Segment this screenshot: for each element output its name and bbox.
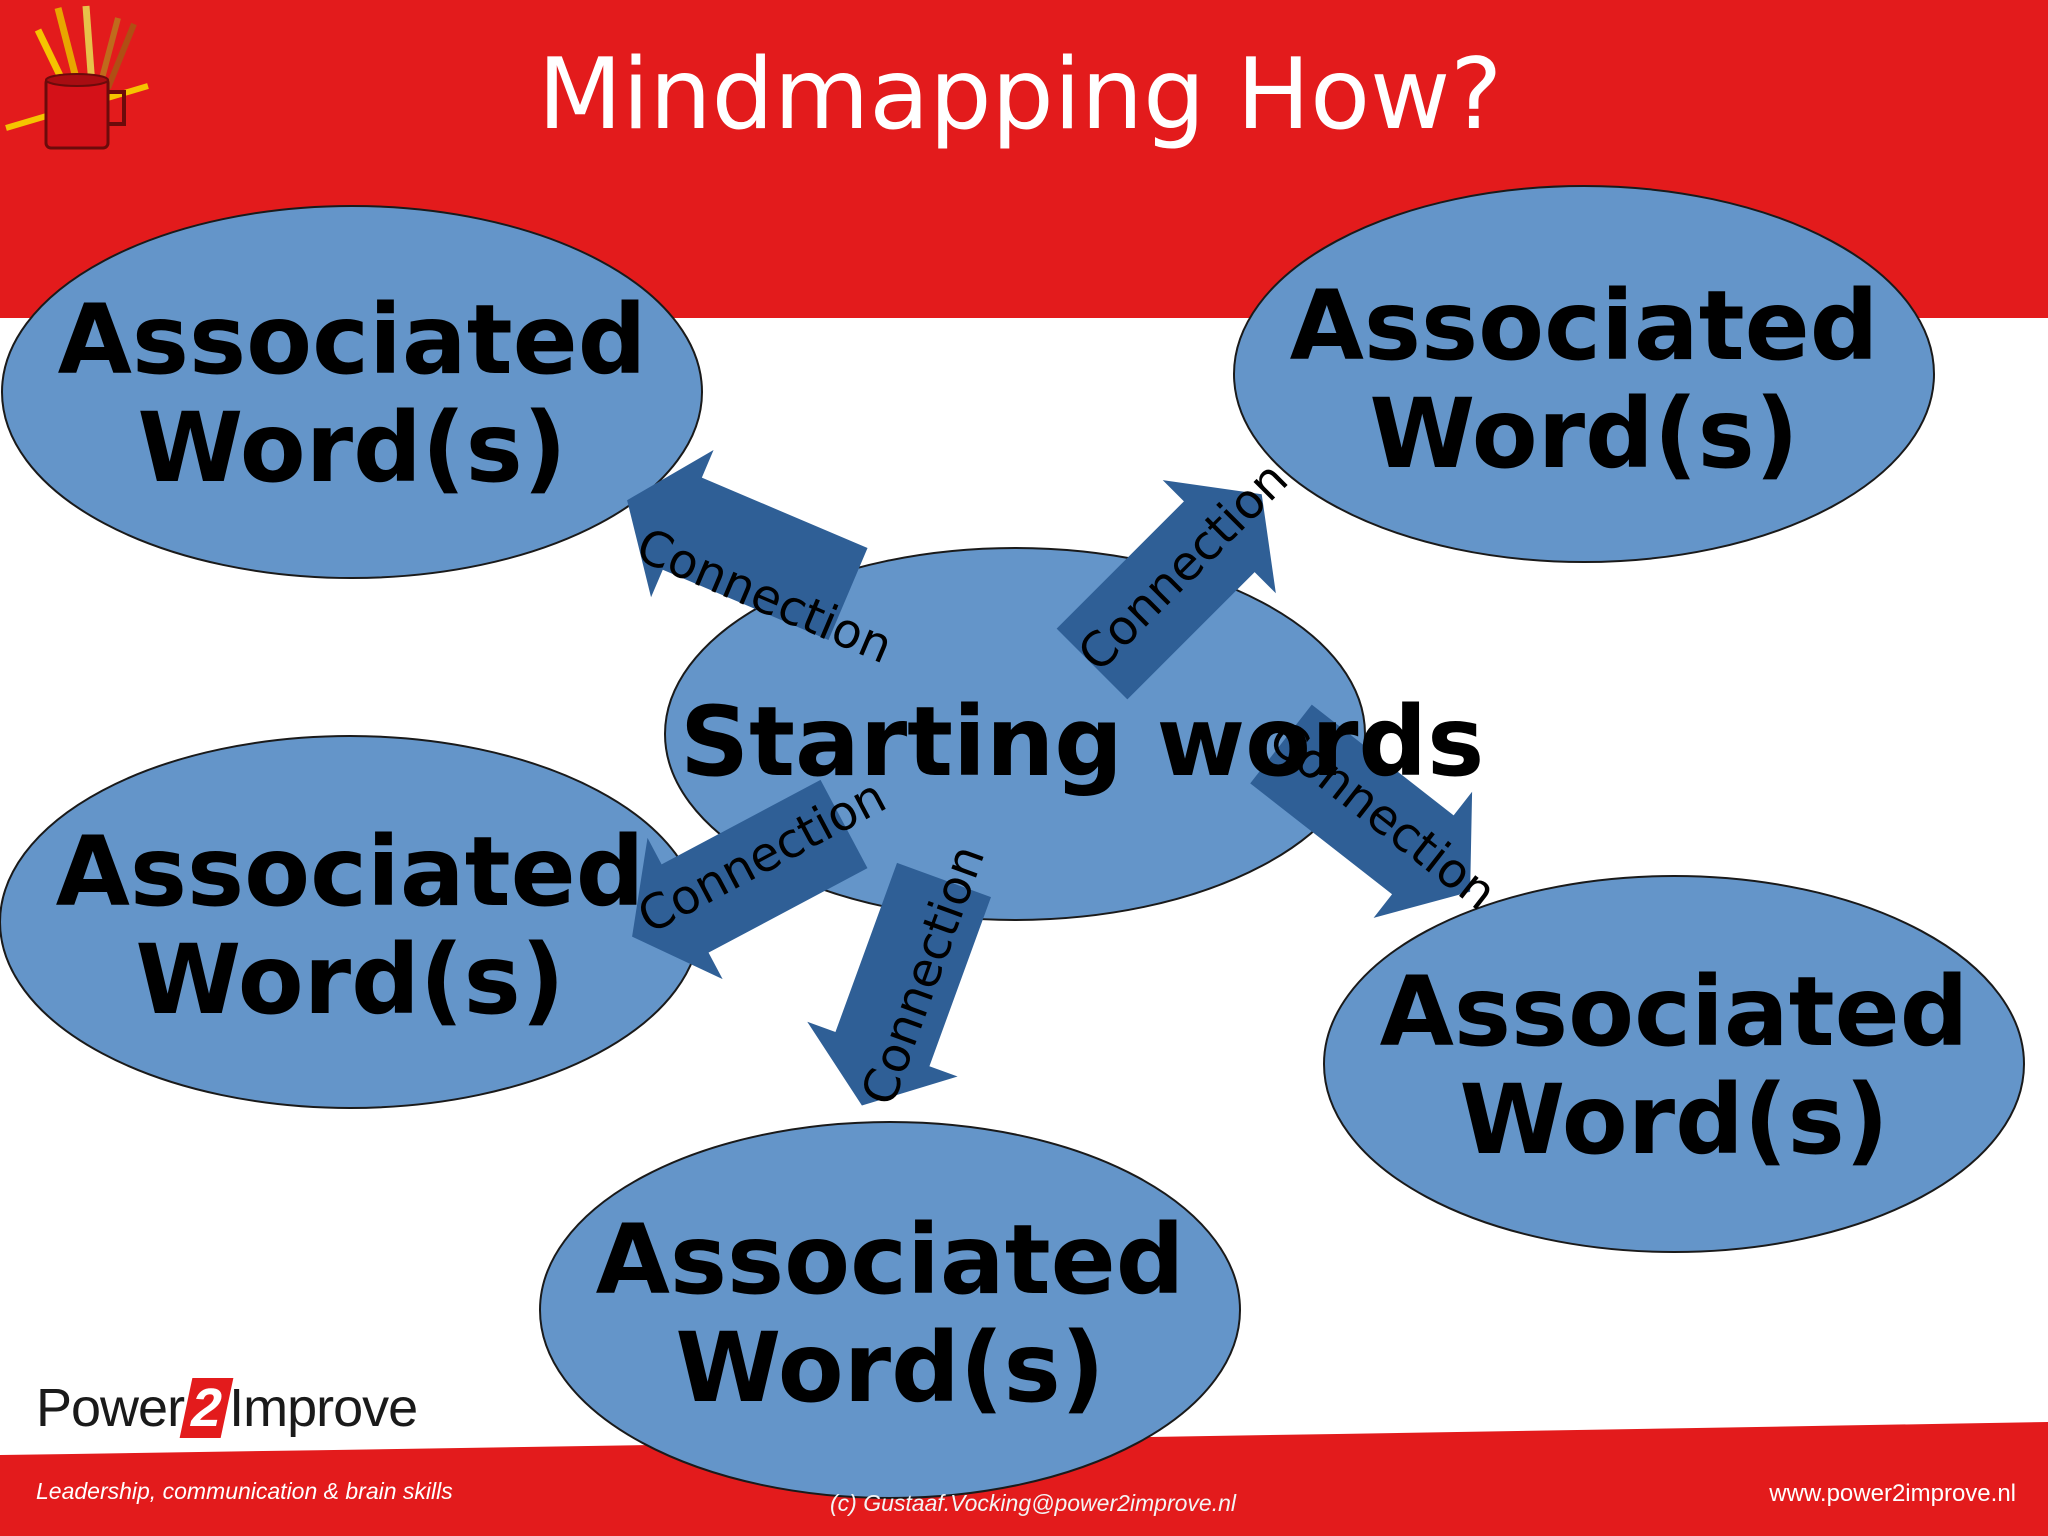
brand-prefix: Power bbox=[36, 1378, 185, 1438]
label-line-1: Associated bbox=[1289, 270, 1879, 382]
connection-arrow-right bbox=[1250, 704, 1473, 918]
power2improve-logo: Power2Improve bbox=[36, 1378, 418, 1438]
label-line-2: Word(s) bbox=[1369, 378, 1799, 490]
connection-arrow-mid-left bbox=[632, 779, 868, 980]
brand-mark: 2 bbox=[179, 1378, 234, 1438]
associated-node-top-right bbox=[1233, 185, 1935, 563]
associated-node-bottom-label: Associated Word(s) bbox=[590, 1206, 1190, 1422]
connection-arrow-top-left bbox=[627, 450, 868, 641]
associated-node-right-label: Associated Word(s) bbox=[1374, 958, 1974, 1174]
connection-arrow-bottom bbox=[807, 862, 991, 1106]
slide-title: Mindmapping How? bbox=[537, 38, 1503, 152]
associated-node-mid-left-label: Associated Word(s) bbox=[50, 818, 650, 1034]
label-line-2: Word(s) bbox=[137, 392, 567, 504]
footer-copyright: (c) Gustaaf.Vocking@power2improve.nl bbox=[830, 1490, 1236, 1516]
label-line-1: Associated bbox=[57, 284, 647, 396]
label-line-2: Word(s) bbox=[675, 1312, 1105, 1424]
footer-website: www.power2improve.nl bbox=[1769, 1480, 2016, 1507]
label-line-1: Associated bbox=[595, 1204, 1185, 1316]
associated-node-top-right-label: Associated Word(s) bbox=[1284, 272, 1884, 488]
associated-node-top-left-label: Associated Word(s) bbox=[52, 286, 652, 502]
associated-node-top-left bbox=[1, 205, 703, 579]
associated-node-right bbox=[1323, 875, 2025, 1253]
connection-arrow-top-right bbox=[1056, 480, 1276, 700]
brand-suffix: Improve bbox=[229, 1378, 418, 1438]
label-line-1: Associated bbox=[1379, 956, 1969, 1068]
starting-node-label: Starting words bbox=[680, 686, 1485, 798]
footer-tagline: Leadership, communication & brain skills bbox=[36, 1478, 453, 1504]
label-line-1: Associated bbox=[55, 816, 645, 928]
label-line-2: Word(s) bbox=[135, 924, 565, 1036]
label-line-2: Word(s) bbox=[1459, 1064, 1889, 1176]
pencil-cup-icon bbox=[5, 5, 149, 150]
associated-node-bottom bbox=[539, 1121, 1241, 1499]
